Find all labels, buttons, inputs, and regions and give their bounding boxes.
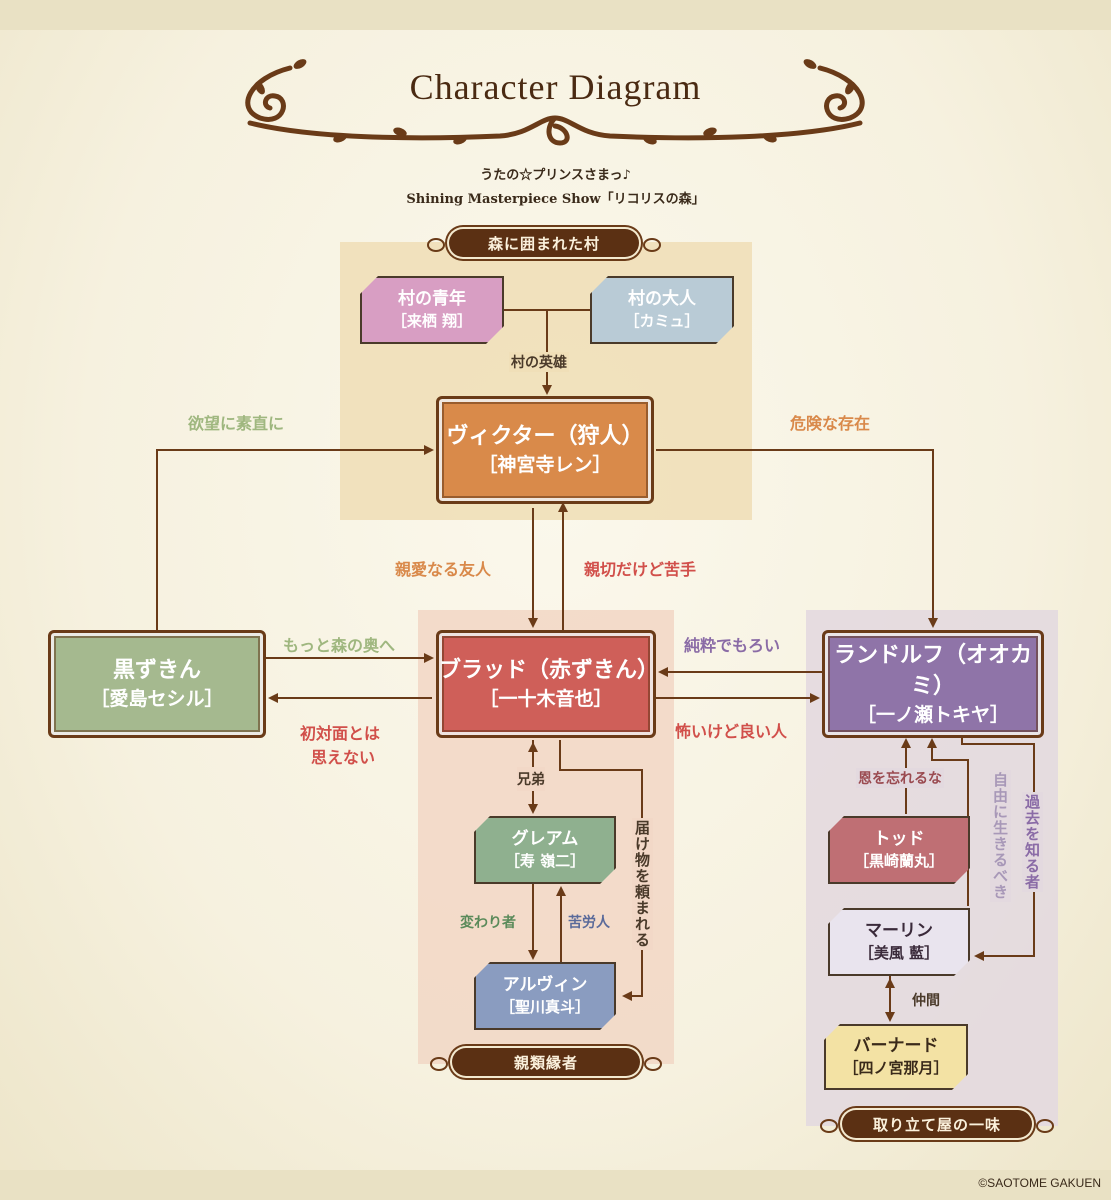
top-border-band: [0, 0, 1111, 30]
node-bernard: バーナード ［四ノ宮那月］: [824, 1024, 968, 1090]
subtitle-show: Shining Masterpiece Show「リコリスの森」: [406, 192, 705, 207]
label-remember-debt: 恩を忘れるな: [856, 768, 944, 788]
node-victor: ヴィクター（狩人） ［神宮寺レン］: [436, 396, 654, 504]
node-actor: ［寿 嶺二］: [504, 852, 586, 871]
plaque-curl-icon: [1036, 1119, 1054, 1133]
plaque-curl-icon: [820, 1119, 838, 1133]
label-not-first-meeting-1: 初対面とは: [300, 724, 381, 743]
label-not-first-meeting-2: 思えない: [311, 748, 376, 767]
node-name: 村の青年: [398, 288, 466, 309]
plaque-label-kin: 親類縁者: [513, 1053, 578, 1072]
vine-ornament: [245, 59, 865, 146]
node-name: マーリン: [865, 920, 933, 941]
node-kurozukin: 黒ずきん ［愛島セシル］: [48, 630, 266, 738]
node-name: 黒ずきん: [112, 657, 201, 684]
bottom-border-band: [0, 1170, 1111, 1200]
node-actor: ［四ノ宮那月］: [843, 1059, 949, 1078]
node-todd: トッド ［黒崎蘭丸］: [828, 816, 970, 884]
node-randolph: ランドルフ（オオカミ） ［一ノ瀬トキヤ］: [822, 630, 1044, 738]
plaque-label-crew: 取り立て屋の一味: [872, 1115, 1001, 1134]
diagram-title: Character Diagram: [409, 67, 702, 107]
label-honest-desire: 欲望に素直に: [188, 414, 285, 433]
label-delivery-request: 届け物を頼まれる: [632, 818, 653, 950]
plaque-curl-icon: [427, 238, 445, 252]
plaque-kin: 親類縁者: [430, 1048, 662, 1076]
label-companions: 仲間: [912, 993, 940, 1009]
label-brothers: 兄弟: [517, 767, 545, 791]
label-dear-friend: 親愛なる友人: [395, 560, 492, 579]
node-actor: ［黒崎蘭丸］: [853, 852, 944, 871]
node-actor: ［美風 藍］: [858, 944, 940, 963]
node-name: ブラッド（赤ずきん）: [439, 657, 660, 684]
node-name: アルヴィン: [502, 974, 588, 995]
label-knows-past: 過去を知る者: [1022, 792, 1043, 892]
label-live-freely: 自由に生きるべき: [990, 770, 1011, 902]
node-name: 村の大人: [628, 288, 696, 309]
node-name: グレアム: [511, 828, 579, 849]
label-hard-worker: 苦労人: [568, 915, 610, 931]
label-eccentric: 変わり者: [460, 915, 516, 931]
plaque-label-village: 森に囲まれた村: [487, 234, 600, 253]
node-actor: ［愛島セシル］: [90, 688, 224, 711]
plaque-village: 森に囲まれた村: [427, 229, 661, 257]
label-dangerous: 危険な存在: [790, 414, 871, 433]
node-village-elder: 村の大人 ［カミュ］: [590, 276, 734, 344]
label-pure-fragile: 純粋でもろい: [684, 636, 781, 655]
label-kind-but-hard: 親切だけど苦手: [584, 560, 697, 579]
node-actor: ［カミュ］: [624, 312, 700, 331]
copyright-text: ©SAOTOME GAKUEN: [978, 1176, 1101, 1190]
node-name: ヴィクター（狩人）: [446, 423, 644, 450]
node-actor: ［神宮寺レン］: [478, 454, 612, 477]
label-deeper-forest: もっと森の奥へ: [283, 636, 396, 655]
plaque-curl-icon: [430, 1057, 448, 1071]
node-actor: ［来栖 翔］: [391, 312, 473, 331]
label-village-hero: 村の英雄: [509, 352, 569, 372]
node-name: ランドルフ（オオカミ）: [833, 641, 1032, 699]
node-actor: ［一ノ瀬トキヤ］: [856, 703, 1009, 726]
node-brad: ブラッド（赤ずきん） ［一十木音也］: [436, 630, 660, 738]
subtitle-series: うたの☆プリンスさまっ♪: [480, 168, 631, 183]
label-scary-but-good: 怖いけど良い人: [675, 722, 788, 741]
node-village-youth: 村の青年 ［来栖 翔］: [360, 276, 504, 344]
node-name: トッド: [873, 828, 925, 849]
node-gream: グレアム ［寿 嶺二］: [474, 816, 616, 884]
node-alvin: アルヴィン ［聖川真斗］: [474, 962, 616, 1030]
plaque-curl-icon: [644, 1057, 662, 1071]
node-merlin: マーリン ［美風 藍］: [828, 908, 970, 976]
plaque-crew: 取り立て屋の一味: [820, 1110, 1054, 1138]
plaque-curl-icon: [643, 238, 661, 252]
node-name: バーナード: [853, 1035, 939, 1056]
node-actor: ［聖川真斗］: [499, 998, 590, 1017]
node-actor: ［一十木音也］: [479, 688, 613, 711]
